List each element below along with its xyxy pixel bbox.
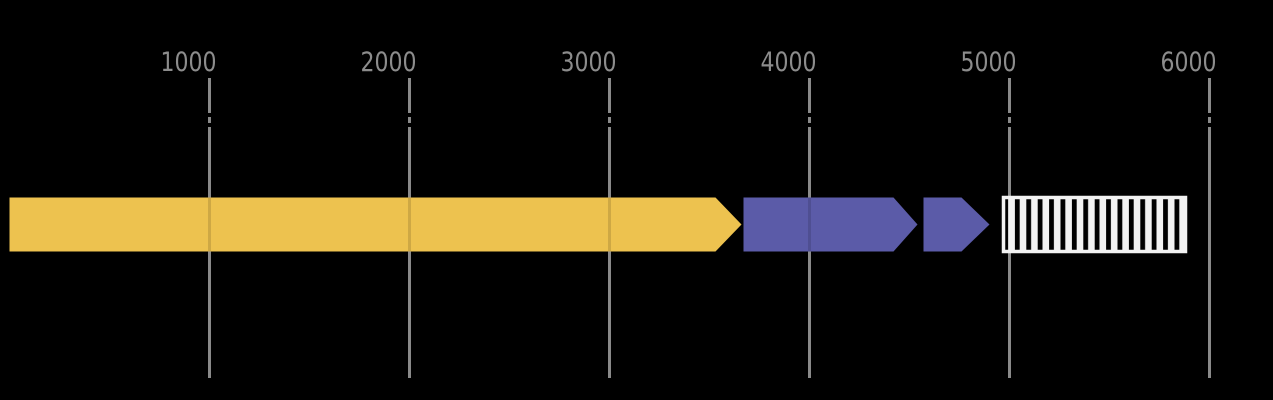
- axis-tick-label-1000: 1000: [161, 47, 217, 78]
- axis-tick-labels-group: 1000 2000 3000 4000 5000 6000: [161, 47, 1217, 78]
- axis-tick-label-5000: 5000: [961, 47, 1017, 78]
- feature-4-hatched-box: [1001, 195, 1188, 254]
- axis-tick-label-3000: 3000: [561, 47, 617, 78]
- feature-3-arrow: [923, 197, 990, 252]
- gridline-feature-overlays: [208, 197, 811, 252]
- axis-tick-label-6000: 6000: [1161, 47, 1217, 78]
- features-group: [9, 195, 1188, 254]
- feature-2-arrow: [743, 197, 918, 252]
- feature-1-arrow: [9, 197, 742, 252]
- axis-tick-label-2000: 2000: [361, 47, 417, 78]
- axis-tick-label-4000: 4000: [761, 47, 817, 78]
